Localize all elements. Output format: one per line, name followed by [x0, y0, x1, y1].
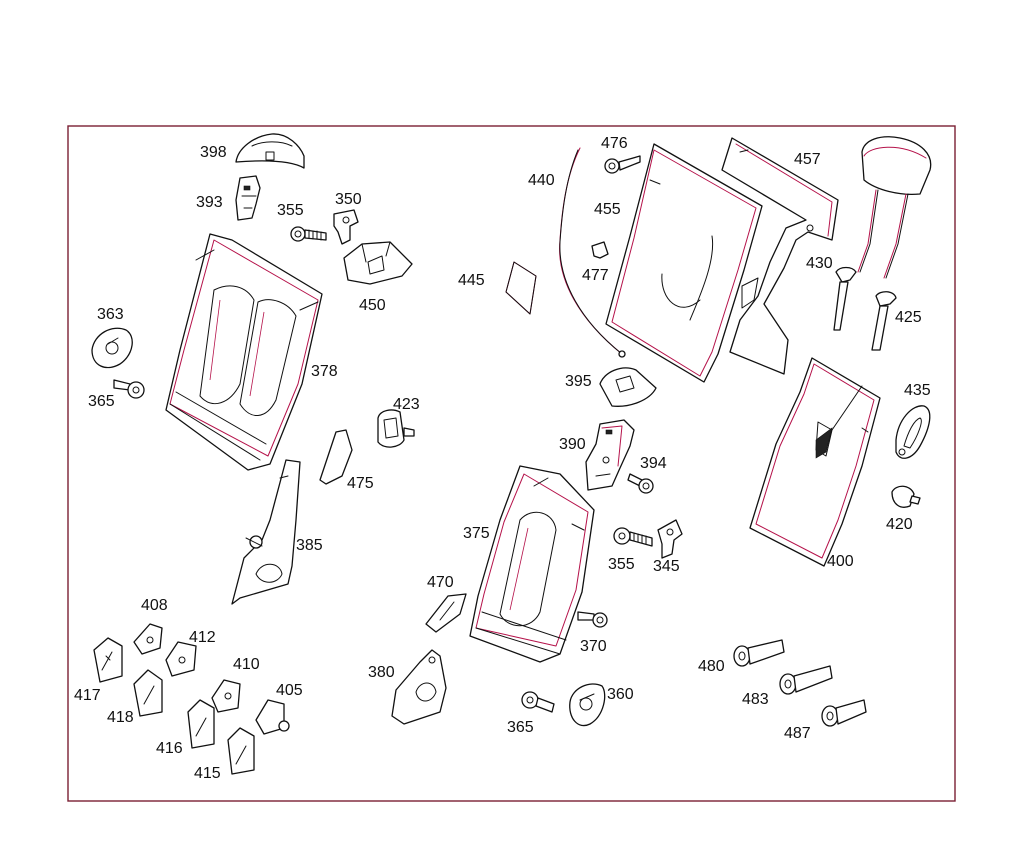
label-435: 435: [904, 382, 931, 399]
label-417: 417: [74, 687, 101, 704]
label-470: 470: [427, 574, 454, 591]
part-355-bolt-center[interactable]: [613, 527, 653, 547]
part-395-cover[interactable]: [599, 367, 657, 407]
part-400-back-panel[interactable]: [749, 357, 881, 567]
label-370: 370: [580, 638, 607, 655]
label-415: 415: [194, 765, 221, 782]
part-475-strip[interactable]: [319, 429, 353, 485]
label-418: 418: [107, 709, 134, 726]
label-365-center: 365: [507, 719, 534, 736]
label-483: 483: [742, 691, 769, 708]
label-375: 375: [463, 525, 490, 542]
label-390: 390: [559, 436, 586, 453]
label-476: 476: [601, 135, 628, 152]
label-350: 350: [335, 191, 362, 208]
label-393: 393: [196, 194, 223, 211]
label-480: 480: [698, 658, 725, 675]
part-476-screw[interactable]: [604, 155, 641, 174]
part-350-clip[interactable]: [333, 209, 359, 245]
part-457-rear-panel[interactable]: [721, 137, 839, 375]
label-378: 378: [311, 363, 338, 380]
part-487-pin[interactable]: [821, 699, 867, 727]
diagram-frame: [67, 125, 956, 802]
part-425-guide[interactable]: [871, 291, 897, 351]
part-477-clip[interactable]: [591, 241, 609, 259]
part-455-backrest-panel[interactable]: [605, 143, 763, 383]
part-480-pin[interactable]: [733, 639, 785, 667]
part-420-cap[interactable]: [891, 485, 921, 508]
part-418-cover[interactable]: [133, 669, 163, 717]
part-380-hinge-plate[interactable]: [391, 649, 447, 725]
label-420: 420: [886, 516, 913, 533]
label-360: 360: [607, 686, 634, 703]
part-345-clip[interactable]: [657, 519, 683, 559]
label-385: 385: [296, 537, 323, 554]
part-360-plate[interactable]: [569, 683, 606, 727]
part-470-trim[interactable]: [425, 593, 467, 633]
part-370-bolt[interactable]: [577, 611, 608, 628]
part-483-pin[interactable]: [779, 665, 833, 695]
part-412-clip[interactable]: [165, 641, 197, 677]
label-430: 430: [806, 255, 833, 272]
label-450: 450: [359, 297, 386, 314]
label-455: 455: [594, 201, 621, 218]
label-412: 412: [189, 629, 216, 646]
part-365-bolt-center[interactable]: [521, 691, 555, 713]
label-457: 457: [794, 151, 821, 168]
part-398-cover[interactable]: [235, 133, 305, 169]
part-355-bolt[interactable]: [290, 226, 327, 242]
label-355: 355: [277, 202, 304, 219]
part-440-cable[interactable]: [559, 147, 626, 358]
part-378-backrest-frame[interactable]: [165, 233, 323, 471]
part-445-panel[interactable]: [505, 261, 537, 315]
part-450-trim[interactable]: [343, 241, 413, 285]
part-417-cover[interactable]: [93, 637, 123, 683]
part-385-hinge[interactable]: [231, 459, 301, 605]
label-398: 398: [200, 144, 227, 161]
label-487: 487: [784, 725, 811, 742]
label-445: 445: [458, 272, 485, 289]
label-400: 400: [827, 553, 854, 570]
part-405-clip[interactable]: [255, 699, 290, 735]
part-headrest[interactable]: [857, 136, 932, 279]
label-380: 380: [368, 664, 395, 681]
part-375-seat-frame[interactable]: [469, 465, 595, 663]
label-365: 365: [88, 393, 115, 410]
part-415-cover[interactable]: [227, 727, 255, 775]
label-410: 410: [233, 656, 260, 673]
part-394-bolt[interactable]: [627, 473, 654, 494]
part-430-guide[interactable]: [833, 266, 857, 331]
part-435-handle[interactable]: [895, 405, 931, 459]
label-440: 440: [528, 172, 555, 189]
label-425: 425: [895, 309, 922, 326]
part-363-plate[interactable]: [91, 327, 133, 369]
part-390-latch[interactable]: [585, 419, 635, 491]
label-345: 345: [653, 558, 680, 575]
part-393-bracket[interactable]: [235, 175, 261, 221]
label-475: 475: [347, 475, 374, 492]
part-423-fitting[interactable]: [377, 409, 415, 448]
part-410-clip[interactable]: [211, 679, 241, 713]
label-405: 405: [276, 682, 303, 699]
label-355-center: 355: [608, 556, 635, 573]
label-363: 363: [97, 306, 124, 323]
part-408-clip[interactable]: [133, 623, 163, 655]
label-394: 394: [640, 455, 667, 472]
label-416: 416: [156, 740, 183, 757]
label-477: 477: [582, 267, 609, 284]
part-416-cover[interactable]: [187, 699, 215, 749]
label-408: 408: [141, 597, 168, 614]
part-365-bolt[interactable]: [113, 379, 145, 399]
label-423: 423: [393, 396, 420, 413]
label-395: 395: [565, 373, 592, 390]
